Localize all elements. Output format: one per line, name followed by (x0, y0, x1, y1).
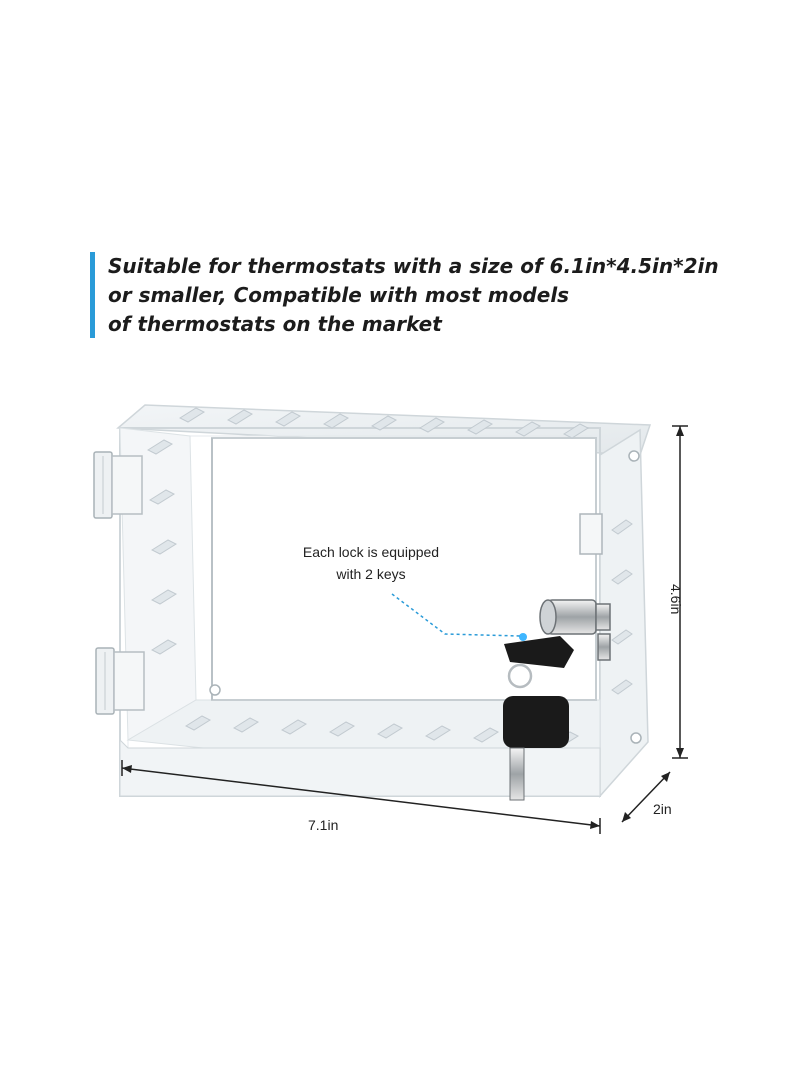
headline-line-1: Suitable for thermostats with a size of … (108, 254, 719, 278)
dimension-arrowheads (122, 426, 684, 829)
key-icon (503, 633, 574, 801)
latch-bracket (579, 513, 603, 555)
lock-callout: Each lock is equipped with 2 keys (298, 541, 444, 585)
callout-line-1: Each lock is equipped (302, 544, 440, 560)
accent-bar (90, 252, 95, 338)
headline-line-3: of thermostats on the market (108, 312, 442, 336)
callout-leader (391, 593, 521, 637)
width-dimension-label: 7.1in (308, 817, 339, 833)
height-dimension-label: 4.6in (668, 584, 684, 615)
headline-line-2: or smaller, Compatible with most models (108, 283, 570, 307)
lock-icon (539, 599, 611, 661)
callout-line-2: with 2 keys (336, 566, 406, 582)
headline: Suitable for thermostats with a size of … (108, 252, 768, 339)
depth-dimension-label: 2in (653, 801, 672, 817)
hinge-icon (93, 451, 145, 715)
